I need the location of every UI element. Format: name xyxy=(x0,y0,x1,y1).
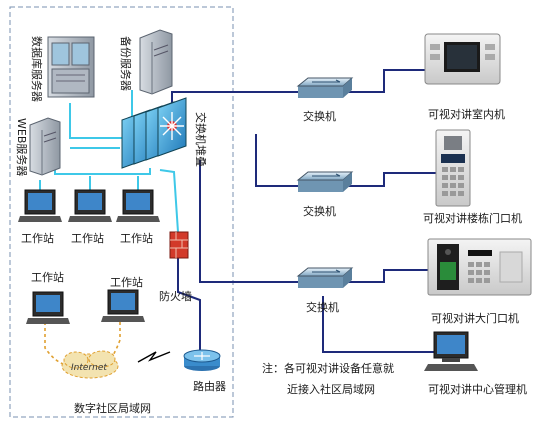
backup-server-label: 备份服务器 xyxy=(119,36,133,91)
backup-server-icon xyxy=(139,29,173,95)
main-gate-unit-icon xyxy=(427,238,532,296)
workstation-label: 工作站 xyxy=(71,231,104,245)
database-server-icon xyxy=(47,36,95,98)
web-server-label: WEB服务器 xyxy=(15,118,28,176)
workstation-label: 工作站 xyxy=(120,231,153,245)
main-gate-unit-label: 可视对讲大门口机 xyxy=(431,311,519,325)
connection-lines xyxy=(39,69,436,366)
switch-stack-label: 交换机堆叠 xyxy=(194,112,208,167)
router-label: 路由器 xyxy=(193,379,226,393)
workstation-label: 工作站 xyxy=(110,275,143,289)
switch-icon xyxy=(296,171,354,192)
web-server-icon xyxy=(29,117,61,176)
building-door-unit-label: 可视对讲楼栋门口机 xyxy=(423,211,522,225)
switch-icon xyxy=(296,267,354,288)
switch-label: 交换机 xyxy=(303,204,336,218)
firewall-icon xyxy=(169,231,189,259)
workstation-icon xyxy=(68,189,112,222)
workstation-icon xyxy=(18,189,62,222)
note-line-2: 近接入社区局域网 xyxy=(287,382,375,396)
internet-cloud-icon xyxy=(61,350,119,379)
switch-label: 交换机 xyxy=(303,109,336,123)
workstation-icon xyxy=(101,289,145,322)
switch-stack-icon xyxy=(121,97,187,169)
indoor-unit-label: 可视对讲室内机 xyxy=(428,107,505,121)
internet-label: Internet xyxy=(71,363,107,373)
switch-icon xyxy=(296,77,354,98)
indoor-unit-icon xyxy=(424,33,501,85)
note-line-1: 注：各可视对讲设备任意就 xyxy=(262,361,394,375)
management-center-icon xyxy=(424,331,478,371)
database-server-label: 数据库服务器 xyxy=(30,36,44,102)
workstation-icon xyxy=(26,291,70,324)
switch-label: 交换机 xyxy=(306,300,339,314)
router-icon xyxy=(183,349,221,371)
workstation-label: 工作站 xyxy=(21,231,54,245)
workstation-label: 工作站 xyxy=(31,270,64,284)
firewall-label: 防火墙 xyxy=(159,289,192,303)
management-center-label: 可视对讲中心管理机 xyxy=(428,382,527,396)
workstation-icon xyxy=(116,189,160,222)
lan-label: 数字社区局域网 xyxy=(74,401,151,415)
building-door-unit-icon xyxy=(435,129,471,207)
lan-boundary xyxy=(9,6,234,418)
